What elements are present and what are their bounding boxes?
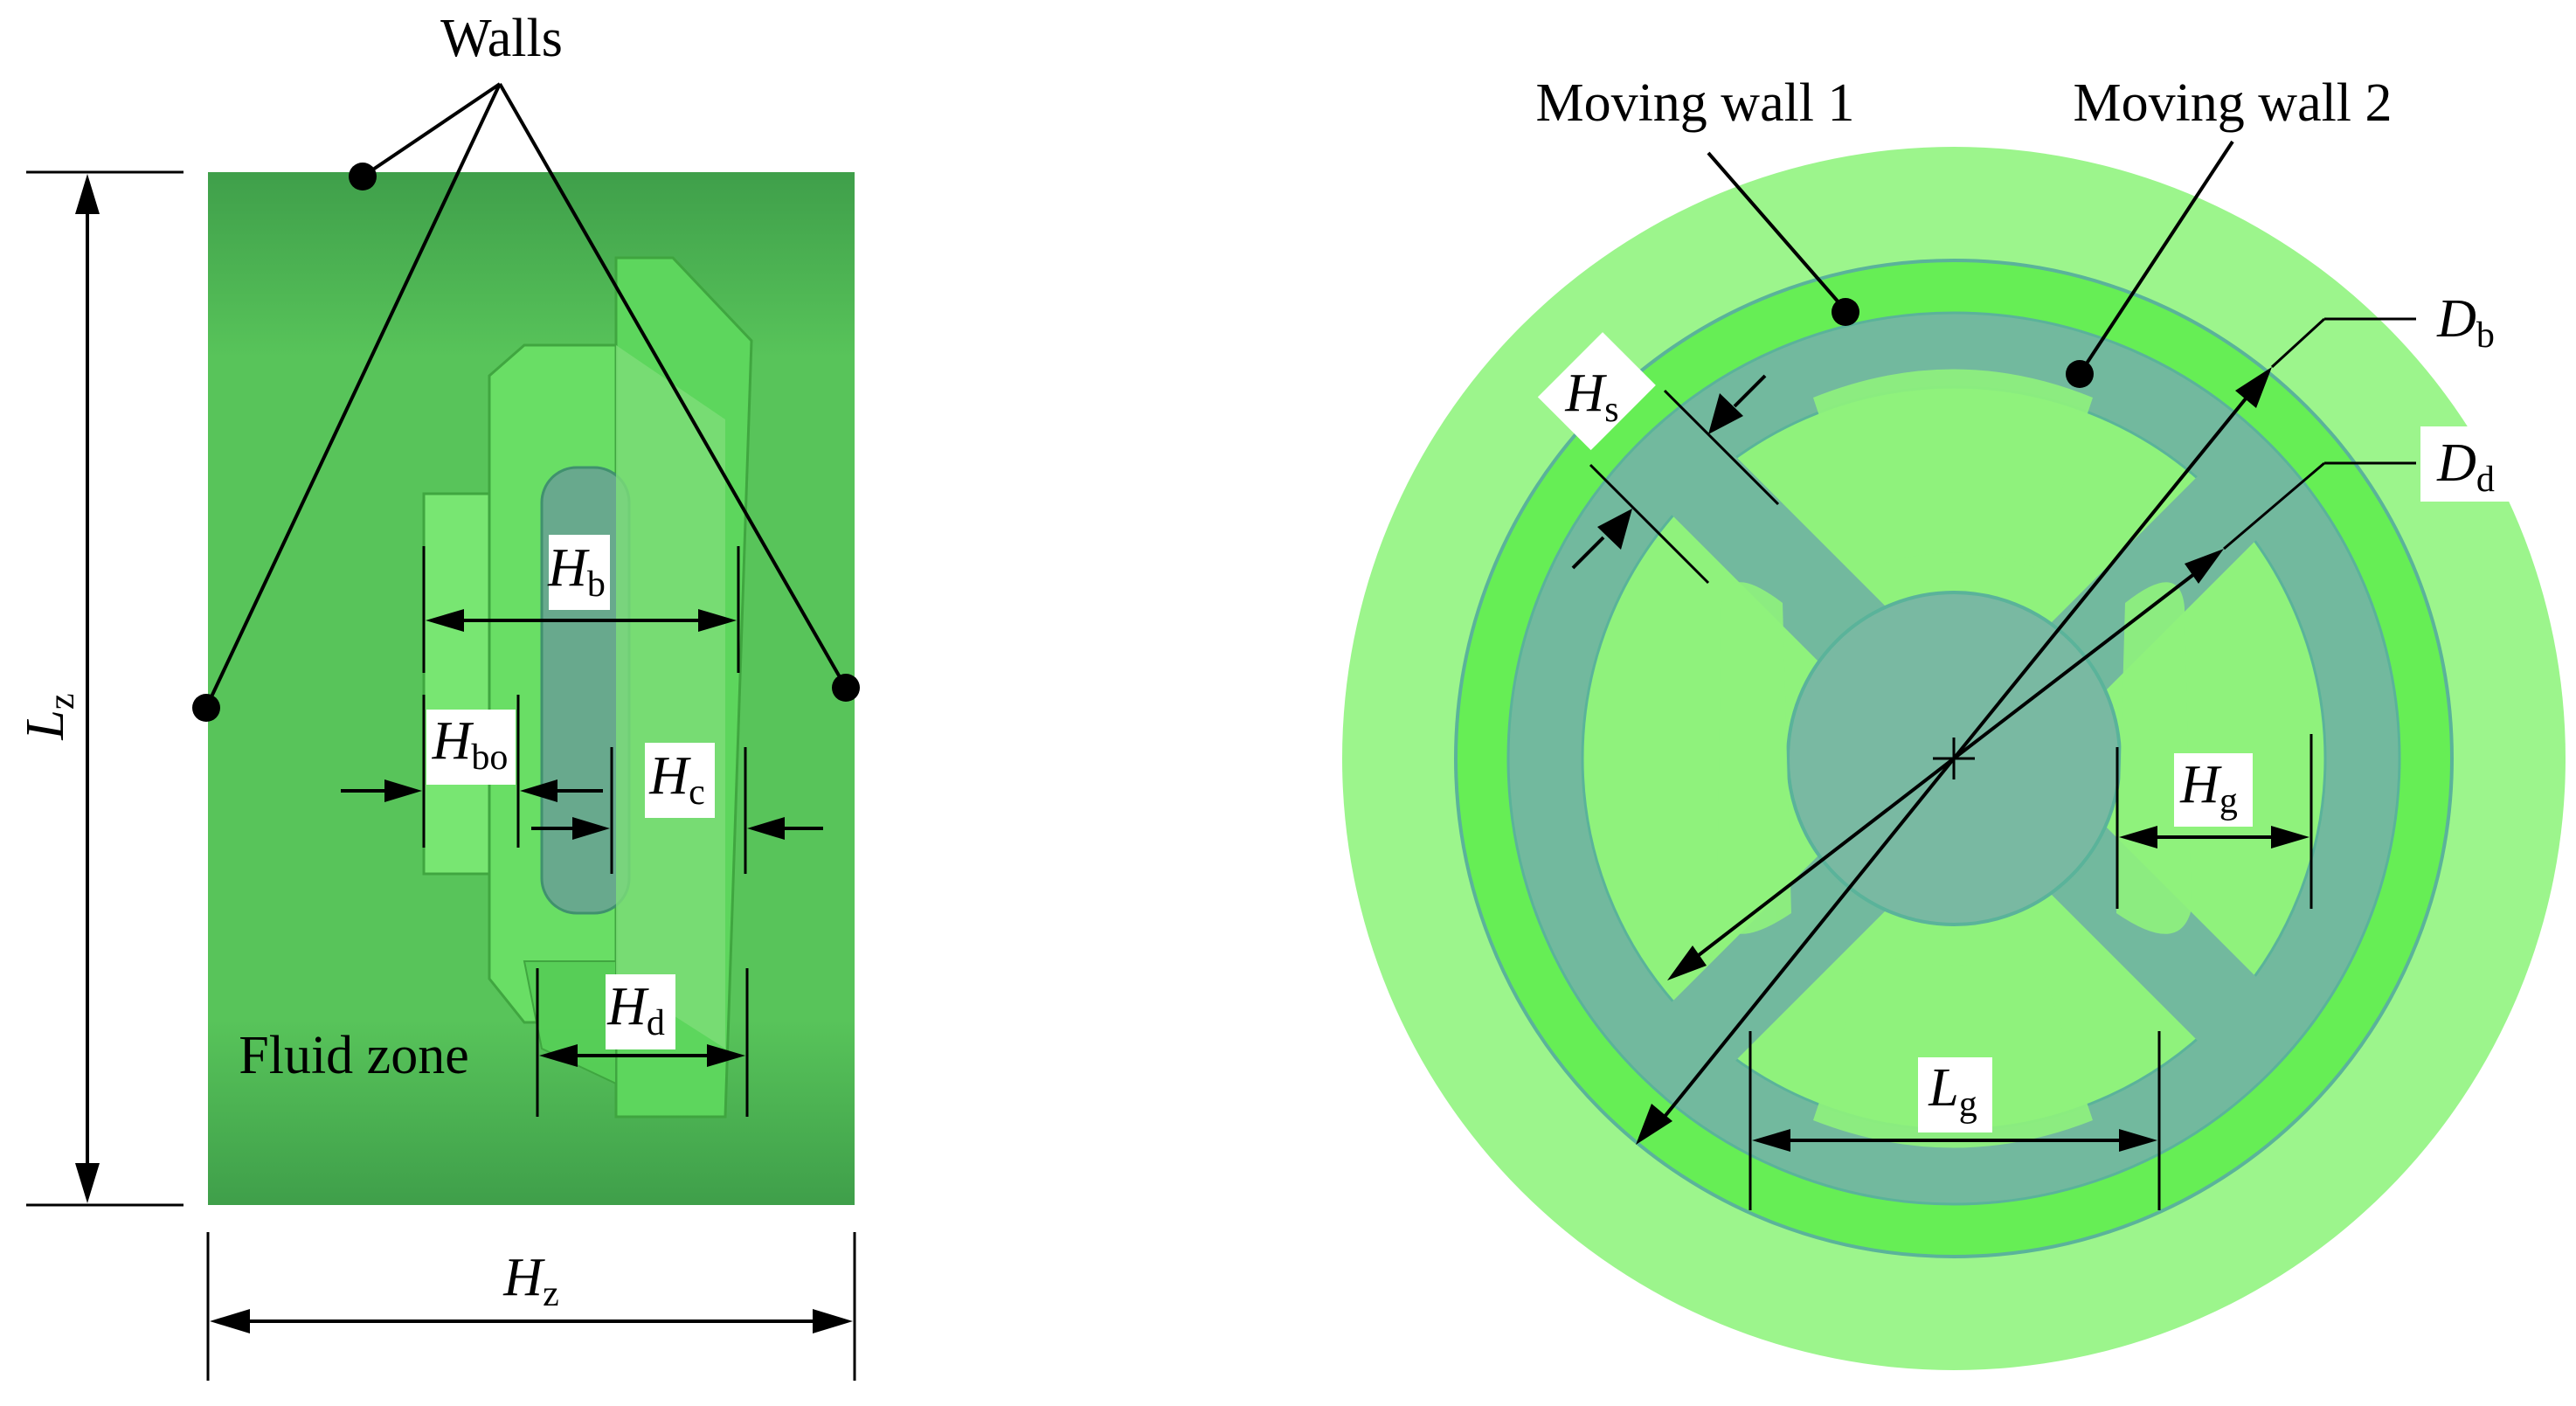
hs-dim-upper xyxy=(1733,374,1767,408)
hc-arrow-right xyxy=(747,817,785,840)
dd-arrow-upper xyxy=(2185,549,2224,584)
hs-ext-upper xyxy=(1663,389,1780,506)
fluid-zone-label: Fluid zone xyxy=(239,1026,468,1085)
walls-leader-right xyxy=(498,83,848,689)
moving-wall-2-label: Moving wall 2 xyxy=(2073,73,2392,133)
walls-label: Walls xyxy=(440,9,563,68)
hc-arrow-left xyxy=(572,817,610,840)
hs-ext-lower xyxy=(1589,463,1710,585)
moving-wall-2-leader xyxy=(2078,140,2234,376)
dd-label: Dd xyxy=(2436,433,2495,500)
hs-label: Hs xyxy=(1564,364,1618,430)
hb-arrow-left xyxy=(426,609,464,632)
flow-windows xyxy=(1717,369,2192,1148)
dd-arrow-lower xyxy=(1667,945,1707,980)
left-side-view: Lz Hz Walls Hb Hbo xyxy=(16,9,860,1381)
dd-dim-upper xyxy=(1952,566,2204,760)
dd-label-bg xyxy=(2420,426,2512,502)
lz-arrow-top xyxy=(75,174,100,214)
walls-leader-top xyxy=(361,82,502,178)
hd-label: Hd xyxy=(606,977,665,1043)
hc-label-bg xyxy=(645,743,715,818)
lg-label: Lg xyxy=(1928,1058,1977,1125)
db-arrow-upper xyxy=(2235,367,2272,408)
hg-label-bg xyxy=(2174,753,2253,827)
hbo-arrow-right xyxy=(520,779,557,802)
right-front-view: Moving wall 1 Moving wall 2 Hs Db Dd xyxy=(1342,73,2566,1370)
hb-arrow-right xyxy=(698,609,737,632)
hs-arrow-upper xyxy=(1708,393,1743,434)
db-arrow-lower xyxy=(1636,1104,1672,1145)
lg-arrow-right xyxy=(2119,1129,2157,1152)
dd-dim-lower xyxy=(1689,757,1956,963)
moving-wall-1-label: Moving wall 1 xyxy=(1535,73,1854,133)
valve-body-side xyxy=(422,256,753,1119)
hg-arrow-left xyxy=(2119,826,2157,848)
hc-label: Hc xyxy=(648,746,704,813)
moving-wall-1-point xyxy=(1832,298,1859,326)
hg-label: Hg xyxy=(2179,755,2238,821)
hs-dim-lower xyxy=(1571,536,1605,570)
hg-arrow-right xyxy=(2271,826,2309,848)
walls-point-right xyxy=(832,674,860,702)
hd-label-bg xyxy=(606,974,675,1049)
db-label: Db xyxy=(2436,289,2495,356)
hbo-label: Hbo xyxy=(432,711,509,778)
hb-label-bg xyxy=(549,535,610,610)
walls-leader-left xyxy=(204,83,502,709)
db-dim-lower xyxy=(1658,757,1956,1124)
hz-label: Hz xyxy=(502,1248,558,1314)
dd-leader-diag xyxy=(2223,461,2325,551)
moving-wall-1-leader xyxy=(1707,151,1847,312)
hs-arrow-lower xyxy=(1597,509,1632,550)
hs-label-bg xyxy=(1537,332,1656,451)
lg-arrow-left xyxy=(1752,1129,1790,1152)
hb-label: Hb xyxy=(547,538,606,605)
hbo-label-bg xyxy=(426,710,516,785)
hd-arrow-right xyxy=(707,1044,745,1067)
hz-arrow-right xyxy=(813,1309,853,1333)
walls-point-left xyxy=(192,694,220,722)
lg-label-bg xyxy=(1918,1057,1992,1132)
hd-arrow-left xyxy=(539,1044,578,1067)
db-dim-upper xyxy=(1952,391,2252,760)
moving-wall-2-point xyxy=(2066,360,2094,388)
walls-point-top xyxy=(349,163,377,190)
lz-arrow-bottom xyxy=(75,1163,100,1203)
hz-arrow-left xyxy=(210,1309,250,1333)
lz-label: Lz xyxy=(16,693,82,740)
hbo-arrow-left xyxy=(384,779,422,802)
db-leader-diag xyxy=(2270,317,2326,369)
